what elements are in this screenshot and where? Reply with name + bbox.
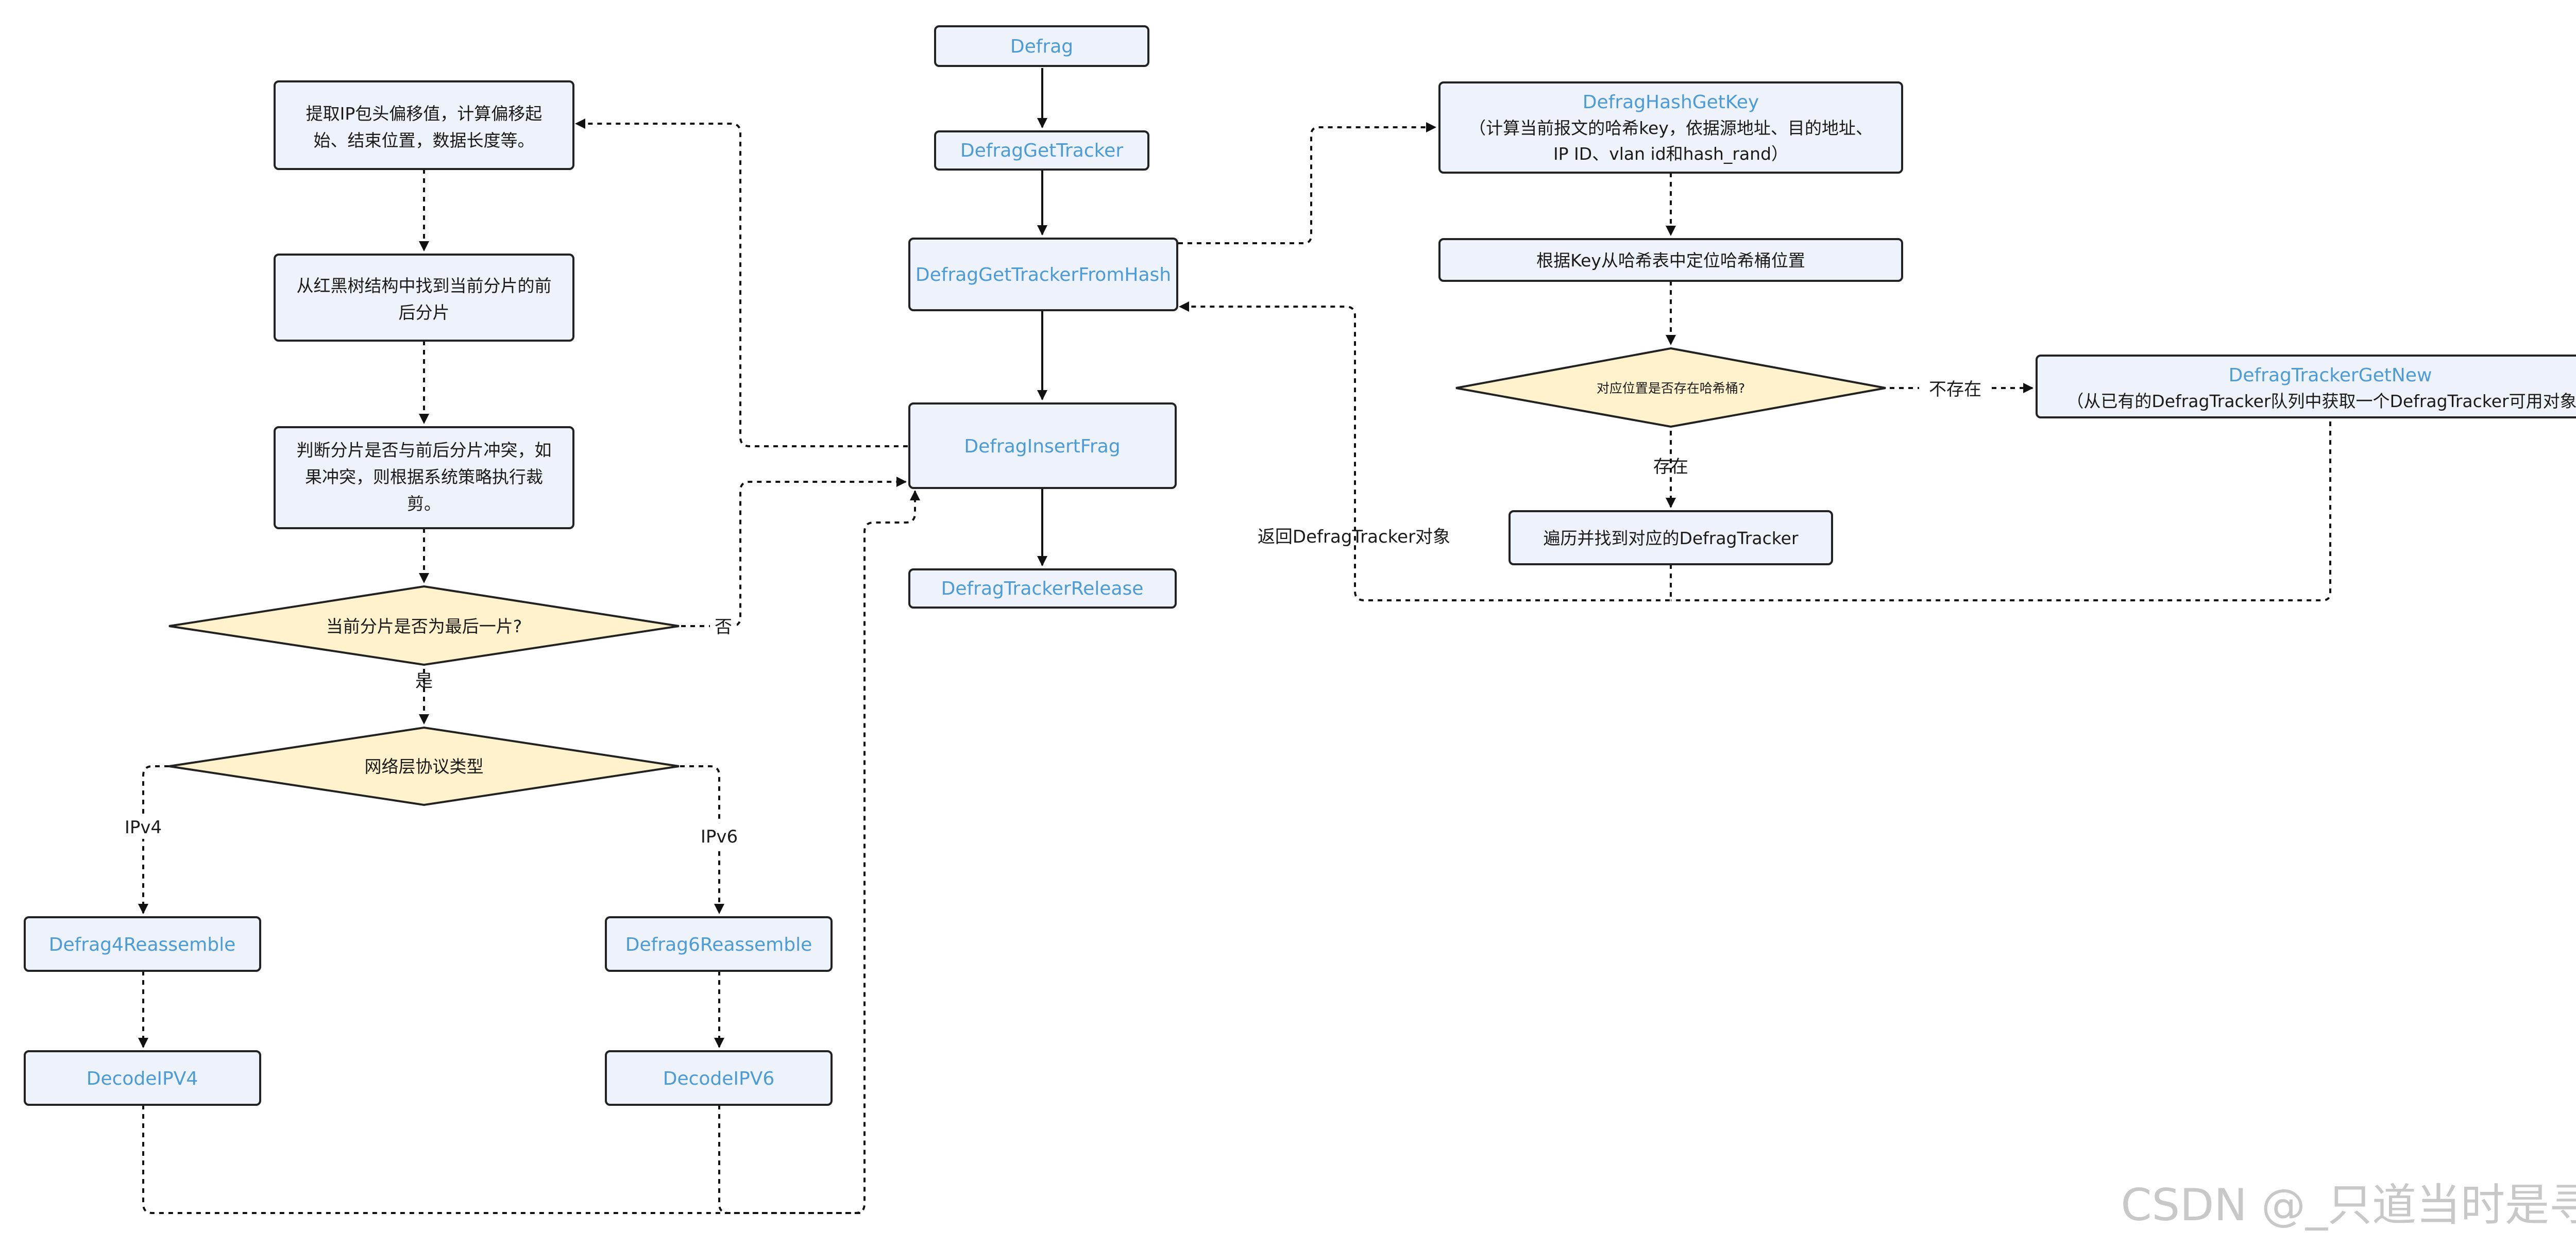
node-proto-type-diamond (168, 726, 680, 806)
node-decode4-box (24, 1050, 261, 1106)
node-decode4: DecodeIPV4 (24, 1050, 261, 1106)
label-exist: 存在 (1653, 457, 1688, 477)
label-return-tracker: 返回DefragTracker对象 (1258, 527, 1450, 547)
node-insert-frag-label: DefragInsertFrag (964, 436, 1120, 457)
node-hash-get-key-desc-1: （计算当前报文的哈希key，依据源地址、目的地址、 (1469, 118, 1873, 138)
node-is-last-label: 当前分片是否为最后一片? (326, 616, 522, 636)
edge-islast-no-insertfrag (681, 477, 907, 627)
node-get-tracker-box (934, 130, 1149, 171)
label-bg-ipv6 (693, 823, 745, 848)
node-rbtree-line-1: 从红黑树结构中找到当前分片的前 (297, 276, 552, 296)
node-conflict: 判断分片是否与前后分片冲突，如 果冲突，则根据系统策略执行裁 剪。 (274, 426, 574, 529)
node-reassemble6-box (605, 916, 833, 972)
node-release-label: DefragTrackerRelease (941, 578, 1144, 599)
node-bucket-exists: 对应位置是否存在哈希桶? (1455, 347, 1886, 428)
node-get-new-title: DefragTrackerGetNew (2229, 365, 2432, 386)
node-rbtree-line-2: 后分片 (399, 302, 450, 323)
node-defrag-label: Defrag (1010, 36, 1073, 57)
node-defrag: Defrag (934, 25, 1149, 67)
node-bucket-exists-diamond (1455, 347, 1886, 428)
node-release: DefragTrackerRelease (908, 568, 1177, 609)
edge-proto-ipv4 (138, 765, 169, 914)
label-ipv4: IPv4 (125, 817, 162, 838)
label-ipv6: IPv6 (701, 827, 738, 847)
node-insert-frag: DefragInsertFrag (908, 402, 1177, 489)
node-reassemble6-label: Defrag6Reassemble (625, 934, 812, 955)
node-reassemble4-label: Defrag4Reassemble (49, 934, 236, 955)
node-rbtree-box (274, 254, 574, 342)
node-decode6: DecodeIPV6 (605, 1050, 833, 1106)
node-locate-bucket-label: 根据Key从哈希表中定位哈希桶位置 (1536, 250, 1805, 271)
node-traverse-find-box (1509, 510, 1833, 565)
edge-insertfrag-to-extract (575, 119, 908, 447)
node-hash-get-key-desc-2: IP ID、vlan id和hash_rand） (1553, 144, 1788, 164)
node-proto-type-label: 网络层协议类型 (365, 756, 484, 777)
label-bg-ipv4 (117, 814, 169, 839)
node-rbtree: 从红黑树结构中找到当前分片的前 后分片 (274, 254, 574, 342)
node-is-last: 当前分片是否为最后一片? (168, 585, 680, 666)
label-not-exist: 不存在 (1929, 379, 1981, 400)
label-yes: 是 (415, 671, 433, 692)
node-traverse-find-label: 遍历并找到对应的DefragTracker (1543, 528, 1799, 548)
edge-getnew-return (1671, 422, 2331, 601)
node-reassemble4: Defrag4Reassemble (24, 916, 261, 972)
edge-proto-ipv6 (680, 765, 724, 914)
edge-decode6-return (718, 1105, 865, 1214)
node-traverse-find: 遍历并找到对应的DefragTracker (1509, 510, 1833, 565)
label-bg-no (710, 613, 737, 639)
edge-traverse-return-fromhash (1179, 301, 1672, 601)
node-from-hash-label: DefragGetTrackerFromHash (916, 264, 1171, 285)
watermark: CSDN @_只道当时是寻常 (2121, 1180, 2576, 1231)
node-from-hash: DefragGetTrackerFromHash (908, 238, 1178, 311)
node-extract-line-2: 始、结束位置，数据长度等。 (314, 130, 535, 150)
edge-fromhash-to-hashgetkey (1178, 122, 1436, 244)
node-get-new: DefragTrackerGetNew （从已有的DefragTracker队列… (2036, 355, 2576, 418)
node-bucket-exists-label: 对应位置是否存在哈希桶? (1597, 381, 1745, 396)
node-is-last-diamond (168, 585, 680, 666)
edge-labels: 不存在 存在 返回DefragTracker对象 否 是 IPv4 IPv6 (117, 376, 1991, 848)
node-from-hash-box (908, 238, 1178, 311)
edges (138, 68, 2331, 1214)
node-hash-get-key-box (1438, 81, 1903, 174)
label-bg-not-exist (1919, 376, 1991, 401)
node-conflict-line-3: 剪。 (407, 494, 441, 514)
node-conflict-line-2: 果冲突，则根据系统策略执行裁 (305, 467, 543, 487)
label-no: 否 (715, 617, 732, 637)
node-proto-type: 网络层协议类型 (168, 726, 680, 806)
node-get-new-desc: （从已有的DefragTracker队列中获取一个DefragTracker可用… (2066, 391, 2576, 411)
node-hash-get-key: DefragHashGetKey （计算当前报文的哈希key，依据源地址、目的地… (1438, 81, 1903, 174)
node-conflict-line-1: 判断分片是否与前后分片冲突，如 (297, 440, 552, 460)
node-decode4-label: DecodeIPV4 (87, 1068, 198, 1089)
node-reassemble4-box (24, 916, 261, 972)
node-decode6-box (605, 1050, 833, 1106)
node-extract-line-1: 提取IP包头偏移值，计算偏移起 (306, 104, 543, 124)
node-release-box (908, 568, 1177, 609)
node-extract: 提取IP包头偏移值，计算偏移起 始、结束位置，数据长度等。 (274, 80, 574, 170)
node-defrag-box (934, 25, 1149, 67)
node-get-tracker-label: DefragGetTracker (960, 140, 1123, 161)
node-locate-bucket: 根据Key从哈希表中定位哈希桶位置 (1438, 238, 1903, 282)
node-insert-frag-box (908, 402, 1177, 489)
node-locate-bucket-box (1438, 238, 1903, 282)
node-decode6-label: DecodeIPV6 (663, 1068, 775, 1089)
node-reassemble6: Defrag6Reassemble (605, 916, 833, 972)
node-extract-box (274, 80, 574, 170)
node-get-new-box (2036, 355, 2576, 418)
node-hash-get-key-title: DefragHashGetKey (1583, 92, 1759, 113)
node-conflict-box (274, 426, 574, 529)
node-get-tracker: DefragGetTracker (934, 130, 1149, 171)
